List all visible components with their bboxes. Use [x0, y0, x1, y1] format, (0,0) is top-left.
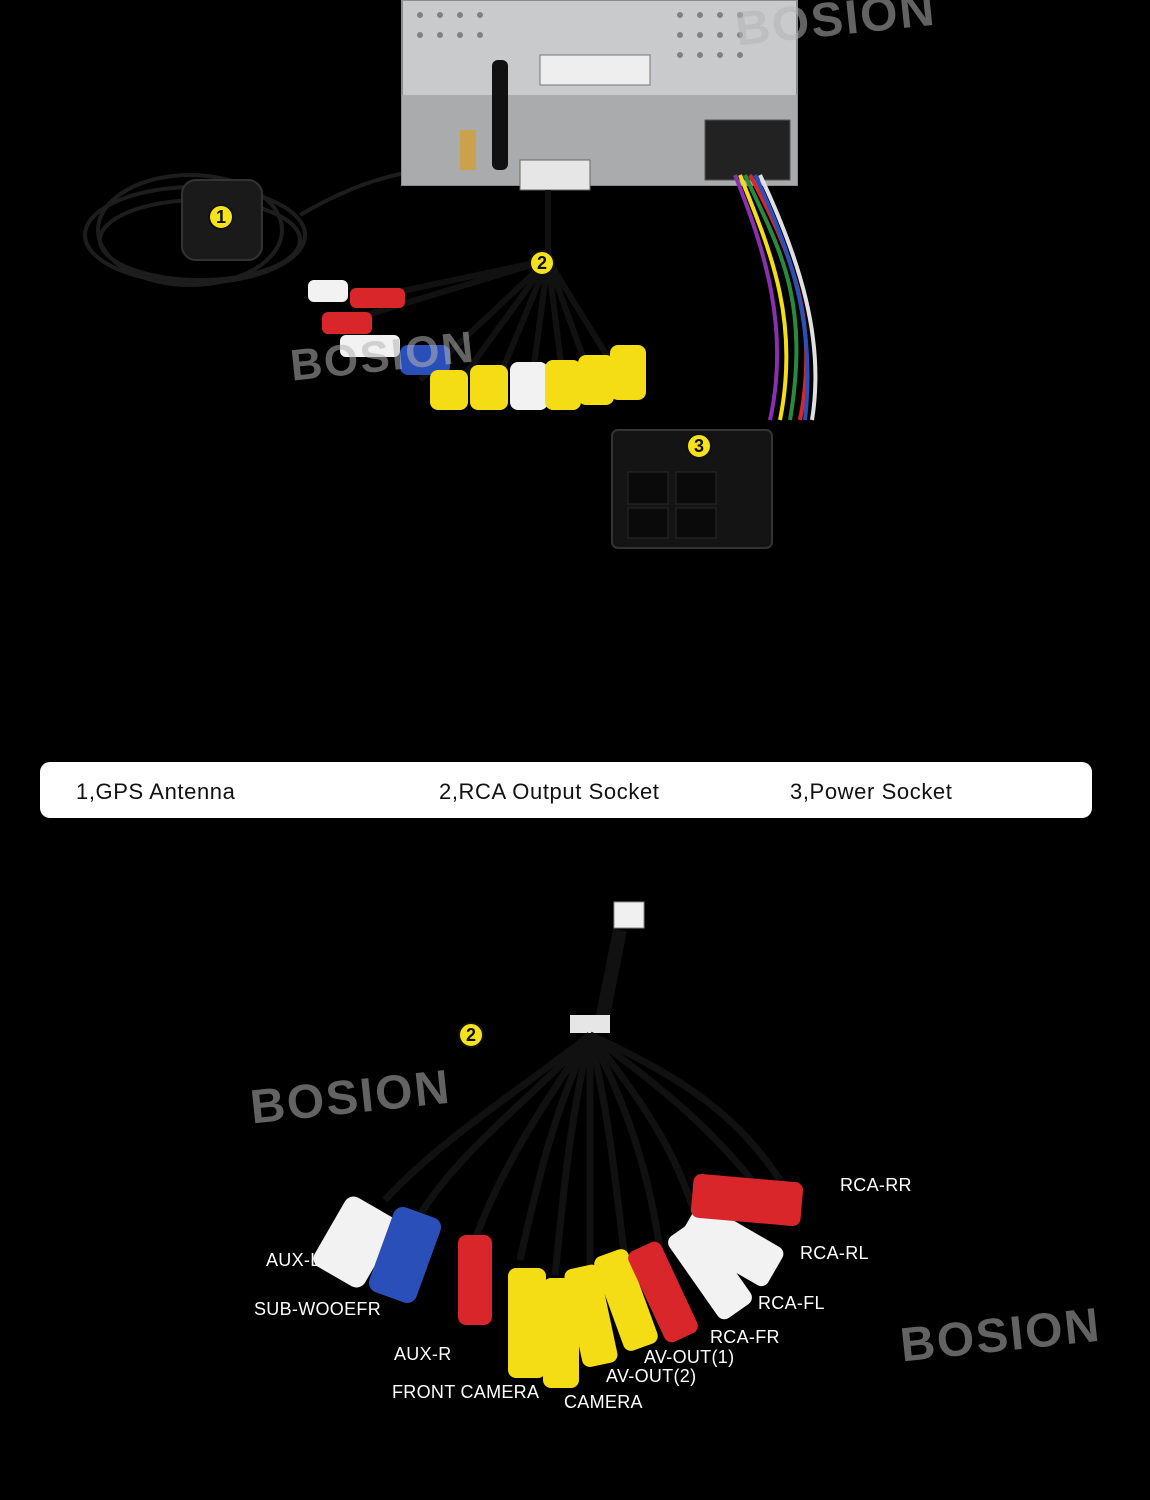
callout-rca: 2 — [458, 1022, 484, 1048]
rca-harness-illustration — [313, 901, 804, 1388]
legend-item-gps-antenna: 1,GPS Antenna — [76, 779, 236, 804]
rca-plugs-top — [308, 280, 646, 410]
label-av-out-1: AV-OUT(1) — [644, 1347, 735, 1367]
legend-bar: 1,GPS Antenna 2,RCA Output Socket 3,Powe… — [40, 762, 1092, 818]
rca-plugs-bottom — [313, 1173, 804, 1388]
label-aux-r: AUX-R — [394, 1344, 452, 1364]
legend-item-power-socket: 3,Power Socket — [790, 779, 953, 804]
label-sub-woofer: SUB-WOOEFR — [254, 1299, 381, 1319]
callout-rca: 2 — [529, 250, 555, 276]
harness-trunk — [593, 928, 627, 1032]
head-unit-body — [401, 0, 798, 191]
label-av-out-2: AV-OUT(2) — [606, 1366, 697, 1386]
callout-power: 3 — [686, 433, 712, 459]
power-cable-bundle — [733, 174, 818, 421]
callout-gps: 1 — [208, 204, 234, 230]
label-rca-fl: RCA-FL — [758, 1293, 825, 1313]
label-front-camera: FRONT CAMERA — [392, 1382, 540, 1402]
cable-tie — [570, 1015, 610, 1033]
label-rca-rl: RCA-RL — [800, 1243, 869, 1263]
label-rca-fr: RCA-FR — [710, 1327, 780, 1347]
power-socket — [611, 429, 773, 549]
label-camera: CAMERA — [564, 1392, 643, 1412]
legend-item-rca-output-socket: 2,RCA Output Socket — [439, 779, 660, 804]
product-photo-top: BOSION BOSION 1 2 3 — [0, 0, 1150, 560]
vent-holes — [417, 12, 743, 58]
fan-out-cables — [382, 1031, 783, 1276]
head-unit-illustration — [83, 0, 818, 549]
label-rca-rr: RCA-RR — [840, 1175, 912, 1195]
label-aux-l: AUX-L — [266, 1250, 321, 1270]
product-photo-bottom: BOSION BOSION 2 AUX-L SUB-WOOEFR AUX-R F… — [0, 880, 1150, 1500]
harness-connector — [613, 901, 645, 929]
